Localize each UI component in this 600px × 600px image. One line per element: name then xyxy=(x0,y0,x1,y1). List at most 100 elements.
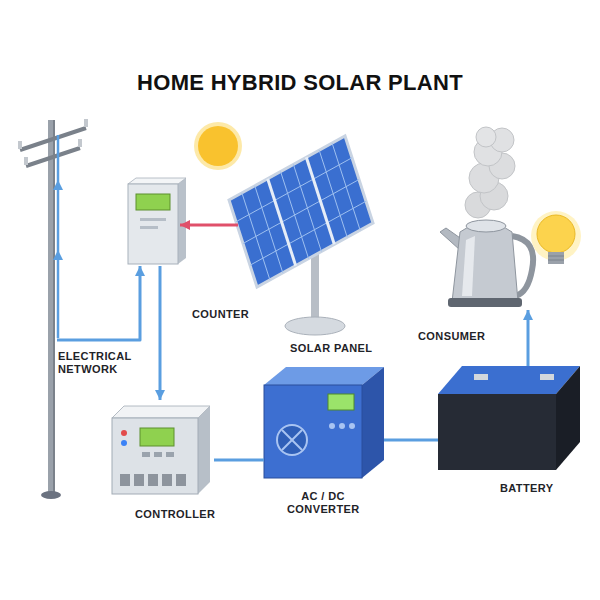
converter-screen xyxy=(328,394,354,410)
insulator xyxy=(78,139,82,147)
component-label: BATTERY xyxy=(500,482,554,495)
pole-wire xyxy=(57,135,60,338)
battery-art xyxy=(438,366,580,470)
controller-button xyxy=(142,452,150,457)
stand-base xyxy=(285,317,345,335)
component-label: AC / DC CONVERTER xyxy=(287,490,359,516)
kettle-and-lamp xyxy=(440,127,581,307)
pole-shaft xyxy=(48,120,55,495)
arrow-head xyxy=(135,266,145,276)
battery-front xyxy=(438,394,556,470)
wire-line xyxy=(214,459,264,462)
cross-arm xyxy=(20,128,86,150)
flow-arrow xyxy=(53,250,63,260)
controller-top xyxy=(112,406,210,418)
power-pole-node: ELECTRICAL NETWORK xyxy=(30,118,80,498)
arrow-head xyxy=(523,310,533,320)
arrow-head xyxy=(180,220,190,230)
power-wire xyxy=(180,220,228,230)
terminal xyxy=(148,474,158,486)
power-pole xyxy=(18,119,88,499)
power-wire xyxy=(155,266,165,400)
component-label: SOLAR PANEL xyxy=(290,342,372,355)
meter-node: COUNTER xyxy=(126,178,180,266)
kettle-base xyxy=(448,298,522,307)
converter-art xyxy=(264,367,384,478)
sun-disc xyxy=(198,126,238,166)
battery-terminal xyxy=(540,374,554,380)
controller-node: CONTROLLER xyxy=(108,400,214,500)
meter-detail xyxy=(140,218,166,221)
insulator xyxy=(24,157,28,165)
indicator-led xyxy=(121,430,127,436)
fan-blade xyxy=(282,430,302,450)
pole-shade xyxy=(53,120,55,495)
panel-divider xyxy=(306,157,334,244)
kettle-highlight xyxy=(462,236,475,296)
panel-frame xyxy=(229,136,373,287)
insulator xyxy=(84,119,88,127)
wire-line xyxy=(80,266,140,340)
kettle-lid xyxy=(466,220,506,232)
cooling-fan xyxy=(277,425,307,455)
panel-divider xyxy=(268,179,296,266)
arrow-head xyxy=(155,390,165,400)
power-wire xyxy=(80,266,145,340)
component-label: CONSUMER xyxy=(418,330,485,343)
converter-button xyxy=(329,423,335,429)
power-wire xyxy=(384,440,438,441)
lamp-thread xyxy=(548,260,564,261)
wire-line xyxy=(159,266,162,400)
controller-front xyxy=(112,418,198,494)
power-wire xyxy=(214,460,264,461)
converter-side xyxy=(362,367,384,478)
lamp-bulb xyxy=(537,215,575,253)
wire-line xyxy=(384,439,438,442)
component-label: ELECTRICAL NETWORK xyxy=(58,350,148,376)
grid-line xyxy=(236,158,352,222)
sun-glow xyxy=(194,122,242,170)
terminal xyxy=(162,474,172,486)
indicator-led xyxy=(121,440,127,446)
panel-grid xyxy=(236,143,366,280)
steam xyxy=(476,127,496,147)
insulator xyxy=(18,141,22,149)
flow-arrow xyxy=(53,180,63,190)
grid-line xyxy=(243,180,359,244)
component-label: COUNTER xyxy=(192,308,249,321)
power-wire xyxy=(523,310,533,366)
controller-button xyxy=(154,452,162,457)
controller-side xyxy=(198,406,210,494)
meter-front xyxy=(128,184,178,264)
terminal xyxy=(134,474,144,486)
converter-node: AC / DC CONVERTER xyxy=(264,365,384,483)
controller-button xyxy=(166,452,174,457)
converter-front xyxy=(264,385,362,478)
wire-stub xyxy=(228,224,238,227)
lamp-thread xyxy=(548,256,564,257)
consumer-node: CONSUMER xyxy=(432,125,582,310)
meter-screen xyxy=(136,194,170,210)
terminal xyxy=(176,474,186,486)
cross-arm xyxy=(26,148,80,166)
battery-top xyxy=(438,366,580,394)
pole-base xyxy=(41,491,61,499)
meter-detail xyxy=(140,226,158,229)
wire-stub xyxy=(57,339,80,342)
battery-node: BATTERY xyxy=(438,366,583,472)
controller-screen xyxy=(140,428,174,446)
grid-line xyxy=(250,201,366,265)
meter-side xyxy=(178,178,186,264)
fan-blade xyxy=(282,430,302,450)
battery-side xyxy=(556,366,580,470)
kettle-body xyxy=(452,223,518,302)
meter-top xyxy=(128,178,186,184)
diagram-title: HOME HYBRID SOLAR PLANT xyxy=(0,70,600,96)
sun xyxy=(194,122,242,170)
component-label: CONTROLLER xyxy=(135,508,215,521)
lamp-base xyxy=(548,252,564,264)
terminal xyxy=(120,474,130,486)
controller-art xyxy=(112,406,210,494)
solar-panel-node: SOLAR PANEL xyxy=(228,130,403,335)
